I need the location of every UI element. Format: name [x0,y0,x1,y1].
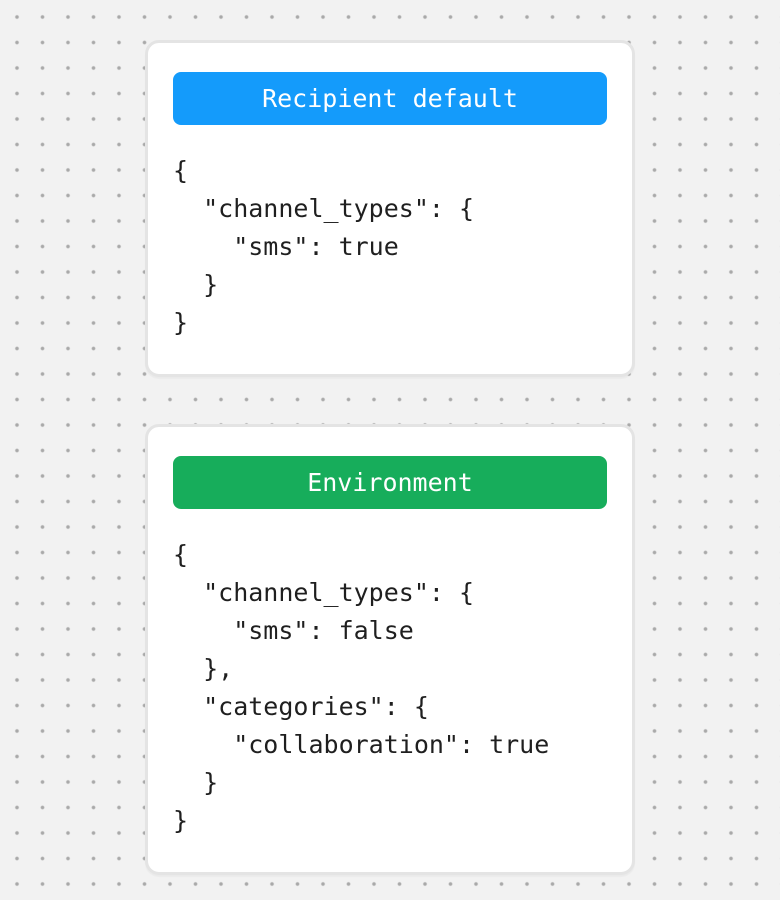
recipient-default-header-badge: Recipient default [173,72,607,125]
environment-header-badge: Environment [173,456,607,509]
environment-json-code: { "channel_types": { "sms": false }, "ca… [173,540,550,835]
environment-header-label: Environment [307,468,473,497]
recipient-default-header-label: Recipient default [262,84,518,113]
recipient-default-json-code: { "channel_types": { "sms": true } } [173,156,475,337]
environment-card: Environment { "channel_types": { "sms": … [145,424,635,875]
recipient-default-card: Recipient default { "channel_types": { "… [145,40,635,377]
